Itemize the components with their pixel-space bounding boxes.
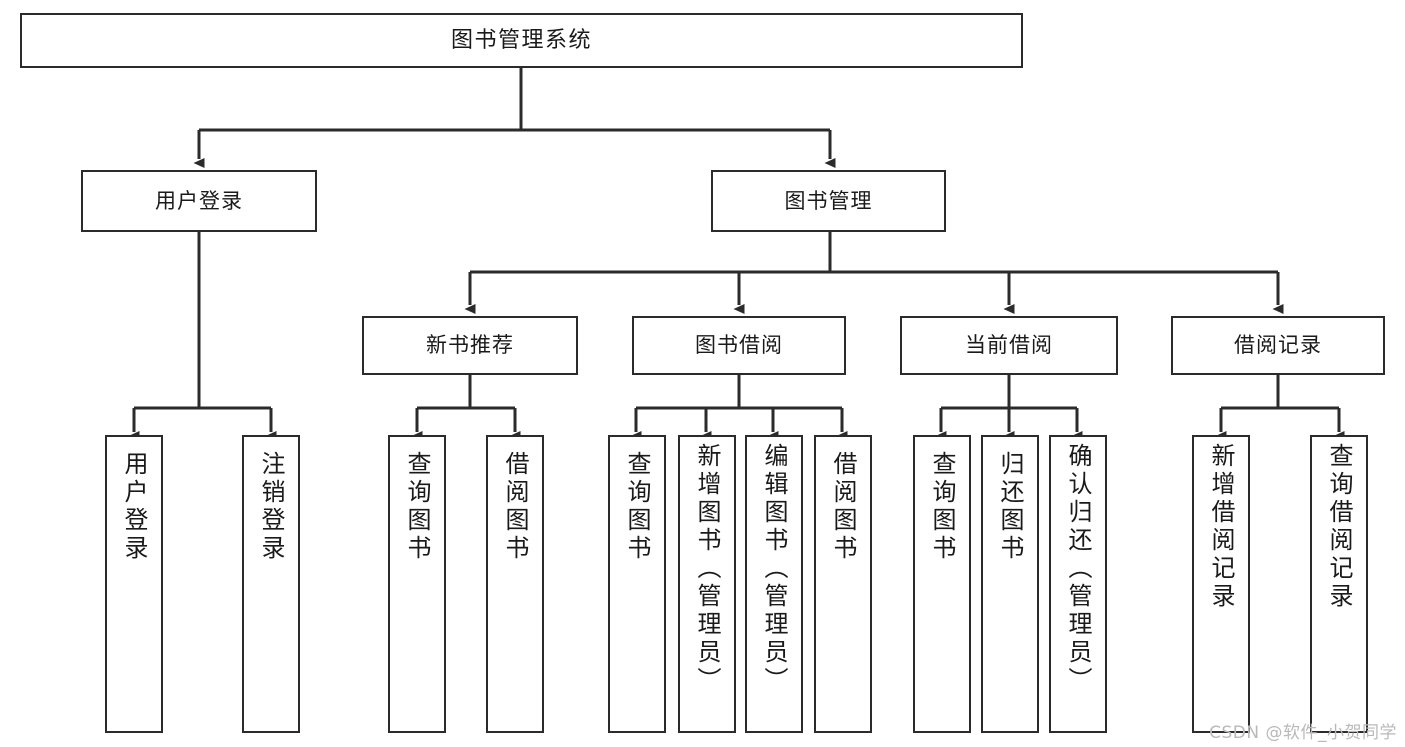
node-label: 查询借阅记录 [1325, 443, 1353, 611]
node-label: 新书推荐 [426, 333, 514, 358]
node-label: 查询图书 [928, 451, 956, 563]
node-book-borrow[interactable]: 图书借阅 [632, 316, 846, 375]
node-label: 编辑图书（管理员） [760, 443, 788, 695]
node-root-system[interactable]: 图书管理系统 [20, 13, 1023, 68]
node-label: 用户登录 [155, 188, 243, 213]
leaf-query-book-borrow[interactable]: 查询图书 [608, 435, 666, 733]
node-label: 归还图书 [996, 451, 1024, 563]
node-new-book-recommend[interactable]: 新书推荐 [362, 316, 578, 375]
leaf-query-book-current[interactable]: 查询图书 [913, 435, 971, 733]
node-label: 图书管理系统 [450, 27, 592, 53]
leaf-borrow-book-recommend[interactable]: 借阅图书 [486, 435, 544, 733]
leaf-add-book-admin[interactable]: 新增图书（管理员） [678, 435, 736, 733]
node-label: 查询图书 [623, 451, 651, 563]
leaf-user-login[interactable]: 用户登录 [105, 435, 163, 733]
watermark-csdn: CSDN @软件_小贺同学 [1209, 723, 1397, 743]
node-label: 借阅图书 [501, 451, 529, 563]
node-user-login[interactable]: 用户登录 [81, 170, 317, 232]
node-label: 当前借阅 [965, 333, 1053, 358]
leaf-logout-login[interactable]: 注销登录 [242, 435, 300, 733]
node-label: 用户登录 [120, 451, 148, 563]
node-label: 注销登录 [257, 451, 285, 563]
node-label: 图书管理 [784, 188, 873, 213]
node-borrow-record[interactable]: 借阅记录 [1171, 316, 1385, 375]
leaf-edit-book-admin[interactable]: 编辑图书（管理员） [745, 435, 803, 733]
node-book-management[interactable]: 图书管理 [711, 170, 946, 232]
leaf-confirm-return-admin[interactable]: 确认归还（管理员） [1049, 435, 1107, 733]
leaf-query-book-recommend[interactable]: 查询图书 [388, 435, 446, 733]
leaf-query-borrow-record[interactable]: 查询借阅记录 [1310, 435, 1368, 733]
leaf-add-borrow-record[interactable]: 新增借阅记录 [1192, 435, 1250, 733]
node-current-borrow[interactable]: 当前借阅 [900, 316, 1118, 375]
node-label: 新增图书（管理员） [693, 443, 721, 695]
leaf-borrow-book[interactable]: 借阅图书 [814, 435, 872, 733]
node-label: 查询图书 [403, 451, 431, 563]
node-label: 借阅记录 [1234, 333, 1322, 358]
node-label: 借阅图书 [829, 451, 857, 563]
node-label: 确认归还（管理员） [1064, 443, 1092, 695]
node-label: 新增借阅记录 [1207, 443, 1235, 611]
leaf-return-book[interactable]: 归还图书 [981, 435, 1039, 733]
node-label: 图书借阅 [695, 333, 783, 358]
